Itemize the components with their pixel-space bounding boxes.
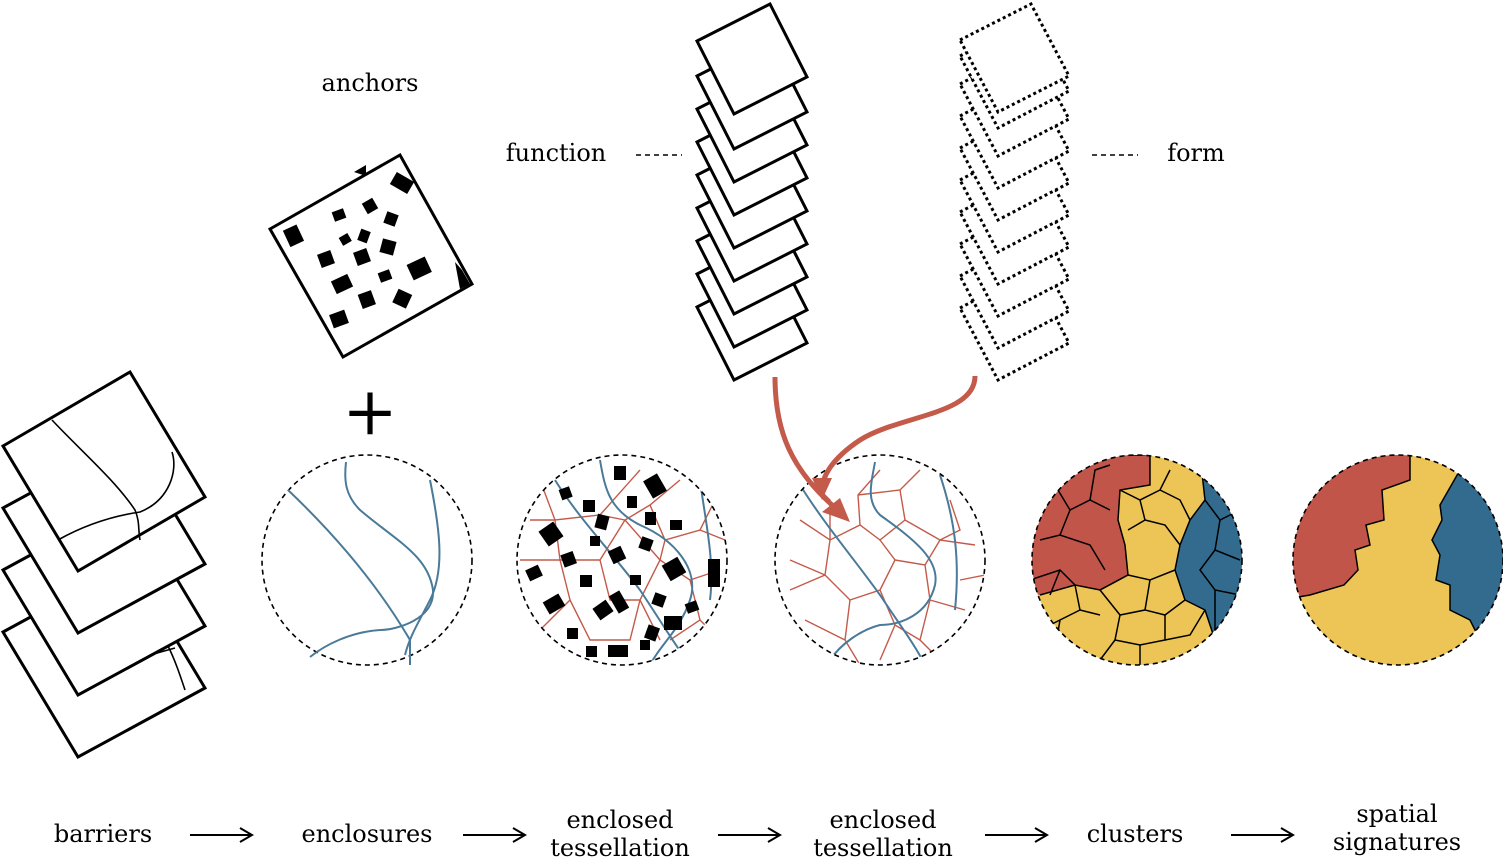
tessellation-buildings-circle [516, 454, 728, 666]
function-arrow [772, 376, 842, 514]
right-arrow-icon [1231, 827, 1295, 843]
right-arrow-icon [985, 827, 1049, 843]
tessellation-cells-circle [774, 454, 986, 666]
spatial-signatures-circle [1292, 454, 1503, 666]
step-label-tessellation-2: tessellation [813, 834, 953, 861]
step-labels: barriers enclosures enclosed tessellatio… [54, 800, 1461, 861]
step-label-barriers: barriers [54, 820, 152, 848]
right-arrow-icon [190, 827, 254, 843]
right-arrow-icon [463, 827, 527, 843]
form-arrow-head [812, 478, 832, 500]
step-label-enclosures: enclosures [302, 820, 433, 848]
enclosures-circle [261, 454, 473, 666]
step-label-enclosed-1: enclosed [566, 806, 673, 834]
step-label-enclosed-2: enclosed [829, 806, 936, 834]
function-layer-1 [694, 1, 810, 117]
form-layer-1 [957, 1, 1072, 115]
step-arrows [190, 827, 1295, 843]
plus-sign: + [342, 373, 397, 450]
right-arrow-icon [718, 827, 782, 843]
barriers-layer-stack [0, 369, 208, 760]
anchors-label: anchors [322, 69, 419, 97]
function-form-arrows [772, 375, 978, 514]
function-arrow-head [822, 498, 850, 522]
form-layer-stack [957, 1, 1072, 383]
arrow-heads [812, 478, 850, 522]
step-label-spatial: spatial [1356, 800, 1437, 828]
barrier-lines [51, 419, 186, 691]
form-arrow [819, 375, 978, 491]
step-label-clusters: clusters [1087, 820, 1184, 848]
step-label-tessellation-1: tessellation [550, 834, 690, 861]
function-layer-stack [694, 1, 810, 383]
anchors-map [267, 152, 475, 360]
form-label: form [1167, 139, 1225, 167]
clusters-circle [1031, 454, 1243, 666]
function-label: function [506, 139, 606, 167]
step-label-signatures: signatures [1333, 828, 1461, 856]
